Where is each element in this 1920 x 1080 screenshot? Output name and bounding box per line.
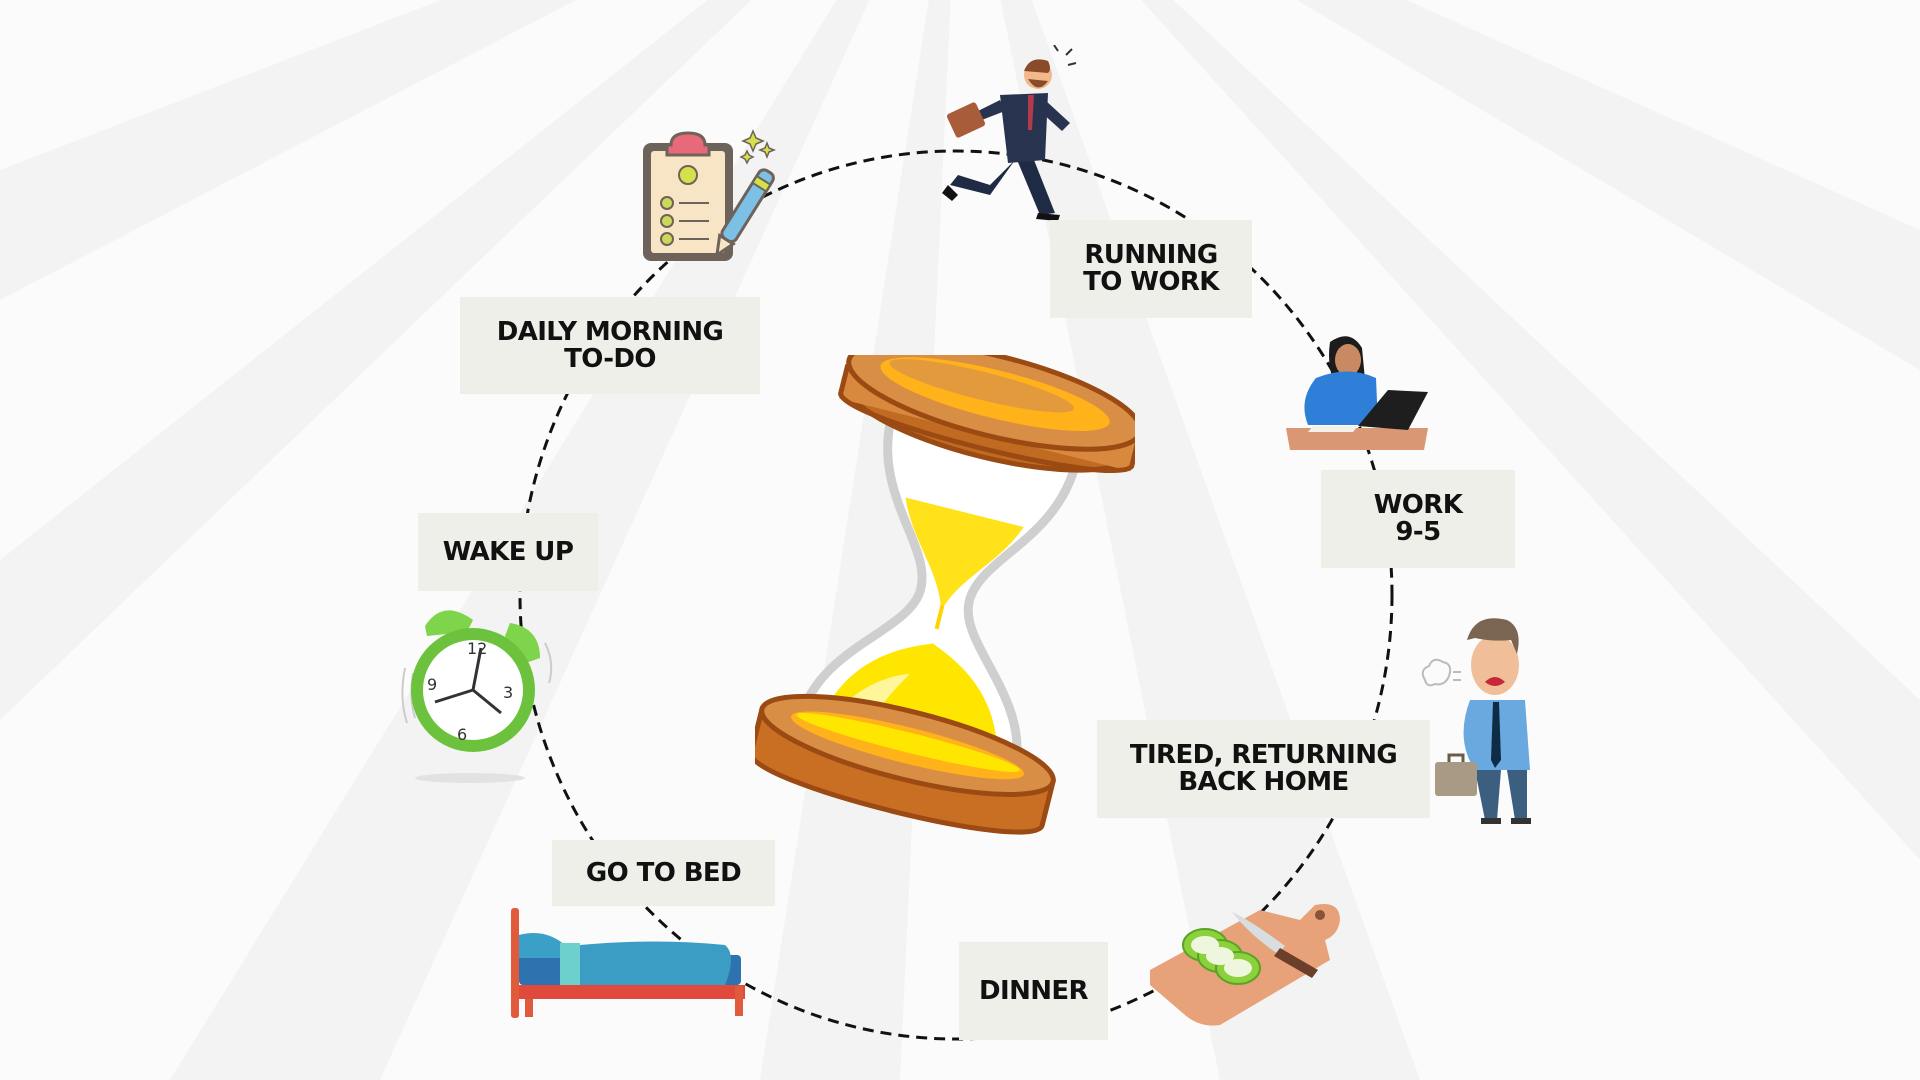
clock-numeral-3: 3 <box>503 683 513 702</box>
alarm-clock-icon: 12 3 6 9 <box>401 610 553 783</box>
hourglass-icon <box>755 355 1135 835</box>
stage-label-running-to-work: RUNNING TO WORK <box>1050 220 1252 318</box>
clock-numeral-12: 12 <box>467 639 487 658</box>
stage-label-text: RUNNING TO WORK <box>1083 240 1219 297</box>
stage-label-text: DINNER <box>979 975 1089 1006</box>
stage-label-text: WORK 9-5 <box>1373 490 1463 547</box>
clock-numeral-6: 6 <box>457 725 467 744</box>
stage-label-work: WORK 9-5 <box>1321 470 1515 568</box>
bed-icon <box>511 908 745 1018</box>
woman-at-laptop-icon <box>1286 336 1428 450</box>
stage-label-wake-up: WAKE UP <box>418 513 598 591</box>
stage-label-text: DAILY MORNING TO-DO <box>496 316 724 374</box>
running-businessman-icon <box>942 45 1077 221</box>
stage-label-tired-returning: TIRED, RETURNING BACK HOME <box>1097 720 1430 818</box>
clock-numeral-9: 9 <box>427 675 437 694</box>
stage-label-text: GO TO BED <box>585 857 742 888</box>
clipboard-checklist-icon <box>643 129 777 261</box>
tired-man-briefcase-icon <box>1421 618 1531 824</box>
cutting-board-cucumber-icon <box>1150 904 1340 1026</box>
stage-label-go-to-bed: GO TO BED <box>552 840 775 906</box>
stage-label-dinner: DINNER <box>959 942 1108 1040</box>
stage-label-text: TIRED, RETURNING BACK HOME <box>1129 740 1398 797</box>
stage-label-daily-morning-todo: DAILY MORNING TO-DO <box>460 297 760 394</box>
stage-label-text: WAKE UP <box>442 536 574 567</box>
